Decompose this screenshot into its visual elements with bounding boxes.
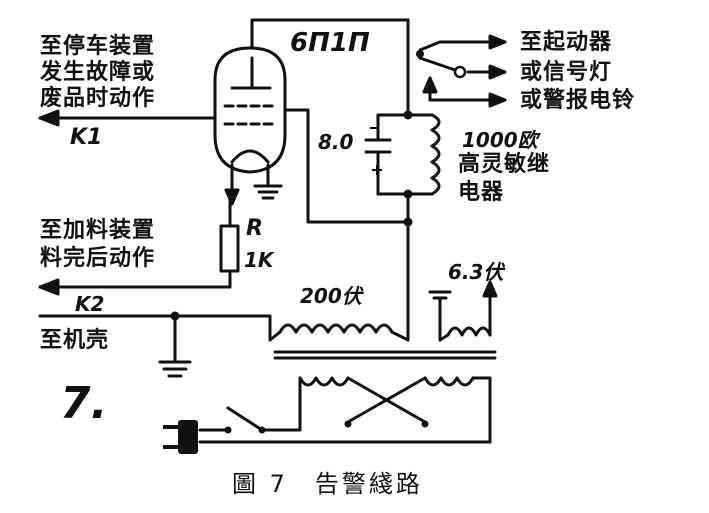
label-feed-device-line1: 至加料装置 <box>40 218 156 243</box>
power-switch <box>226 406 264 432</box>
vacuum-tube <box>213 46 287 174</box>
secondary-coil-6v <box>446 326 492 337</box>
label-feed-device-line2: 料完后动作 <box>40 246 156 271</box>
tube-cathode <box>230 149 270 164</box>
label-resistor-r: R <box>246 216 263 241</box>
resistor-r <box>219 224 240 273</box>
label-stop-device-line1: 至停车装置 <box>40 34 156 59</box>
power-plug-icon <box>178 420 198 454</box>
label-output-lamp: 或信号灯 <box>520 60 613 85</box>
label-tube-6p1p: 6П1П <box>290 28 370 58</box>
label-chassis: 至机壳 <box>40 328 110 353</box>
label-capacitor-value: 8.0 <box>318 130 354 154</box>
label-200v: 200伏 <box>300 284 362 308</box>
primary-coil-right <box>423 376 475 387</box>
label-relay-ohms: 1000欧 <box>462 128 538 152</box>
label-k1: K1 <box>70 125 103 150</box>
label-relay-line3: 电器 <box>458 180 505 205</box>
label-6-3v: 6.3伏 <box>448 260 504 284</box>
secondary-coil-200v <box>278 323 394 334</box>
label-resistor-value: 1K <box>244 248 274 272</box>
primary-coil-left <box>298 376 350 387</box>
figure-number: 7. <box>60 378 108 429</box>
label-relay-line2: 高灵敏继 <box>458 152 551 177</box>
figure-caption: 圖 7 告警綫路 <box>232 470 423 498</box>
label-output-bell: 或警报电铃 <box>520 88 636 113</box>
relay-coil <box>430 113 441 196</box>
label-output-starter: 至起动器 <box>520 30 613 55</box>
label-stop-device-line2: 发生故障或 <box>40 60 156 85</box>
label-stop-device-line3: 废品时动作 <box>40 86 156 111</box>
label-k2: K2 <box>75 292 105 316</box>
